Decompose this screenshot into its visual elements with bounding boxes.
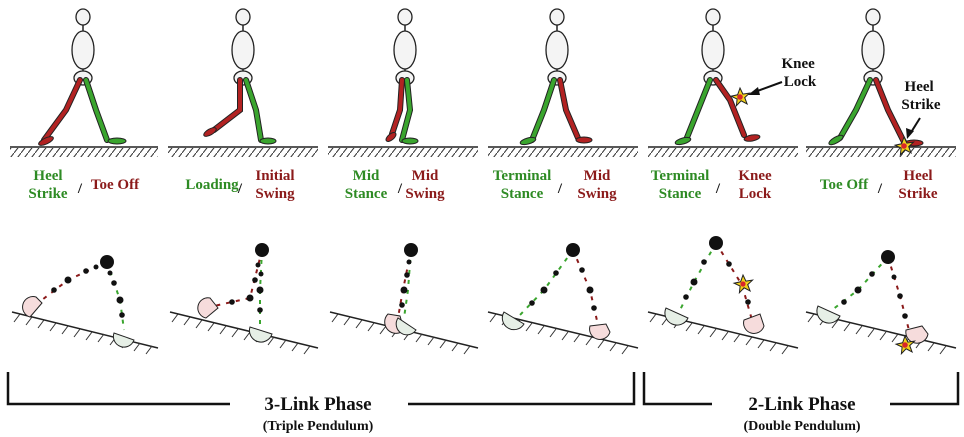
swing-label-4-line: Mid — [584, 168, 611, 184]
three-link-title: 3-Link Phase — [264, 394, 371, 415]
swing-label-3-line: Swing — [405, 186, 445, 202]
pendulum-model-2 — [169, 243, 319, 355]
callout-knee-lock-1: Knee — [781, 56, 815, 72]
callout-knee-lock-2: Lock — [784, 74, 817, 90]
stance-label-2-line: Loading — [185, 177, 239, 193]
callout-knee-lock: Knee Lock — [781, 56, 818, 90]
pendulum-model-4 — [487, 243, 639, 355]
figure-loading — [168, 8, 318, 157]
stance-label-5-line: Stance — [659, 186, 702, 202]
swing-label-4-line: Swing — [577, 186, 617, 202]
separator-3: / — [397, 181, 403, 197]
pendulum-model-3 — [329, 243, 479, 355]
three-link-subtitle: (Triple Pendulum) — [263, 419, 374, 434]
figure-terminal-stance — [488, 8, 638, 157]
figure-heel-strike-final: Heel Strike — [806, 8, 956, 157]
stance-label-4-line: Terminal — [493, 168, 552, 184]
swing-label-1: Toe Off — [91, 177, 140, 193]
stance-label-6-line: Toe Off — [820, 177, 869, 193]
callout-heel-strike: Heel Strike — [901, 79, 941, 113]
swing-label-2-line: Initial — [255, 168, 294, 184]
swing-label-2-line: Swing — [255, 186, 295, 202]
stance-label-1-line: Strike — [28, 186, 68, 202]
pendulum-model-1 — [11, 255, 159, 355]
two-link-bracket: 2-Link Phase (Double Pendulum) — [642, 372, 960, 434]
figure-knee-lock: Knee Lock — [648, 8, 818, 157]
stance-label-3-line: Stance — [345, 186, 388, 202]
swing-label-6-line: Strike — [898, 186, 938, 202]
separator-2: / — [237, 181, 243, 197]
pendulum-models-row — [11, 236, 957, 356]
figure-heel-strike — [10, 8, 158, 157]
figure-mid-stance — [328, 8, 478, 157]
stance-label-5-line: Terminal — [651, 168, 710, 184]
separator-4: / — [557, 181, 563, 197]
pendulum-model-6 — [805, 250, 957, 356]
swing-label-6-line: Heel — [903, 168, 932, 184]
arrow-icon — [748, 87, 760, 95]
stance-label-2: Loading — [185, 177, 239, 193]
callout-heel-strike-2: Strike — [901, 97, 941, 113]
stance-label-6: Toe Off — [820, 177, 869, 193]
swing-label-5-line: Lock — [739, 186, 772, 202]
separator-6: / — [877, 181, 883, 197]
three-link-bracket: 3-Link Phase (Triple Pendulum) — [6, 372, 636, 434]
stance-label-3-line: Mid — [353, 168, 380, 184]
swing-label-1-line: Toe Off — [91, 177, 140, 193]
callout-heel-strike-1: Heel — [905, 79, 934, 95]
stance-label-4-line: Stance — [501, 186, 544, 202]
two-link-title: 2-Link Phase — [748, 394, 855, 415]
separator-1: / — [77, 181, 83, 197]
separator-5: / — [715, 181, 721, 197]
swing-label-3-line: Mid — [412, 168, 439, 184]
two-link-subtitle: (Double Pendulum) — [743, 419, 860, 434]
stance-label-1-line: Heel — [33, 168, 62, 184]
swing-label-5-line: Knee — [738, 168, 772, 184]
arrow-icon — [906, 128, 914, 139]
pendulum-model-5 — [647, 236, 799, 355]
walking-figures-row: Knee Lock Heel Strike — [10, 8, 956, 157]
